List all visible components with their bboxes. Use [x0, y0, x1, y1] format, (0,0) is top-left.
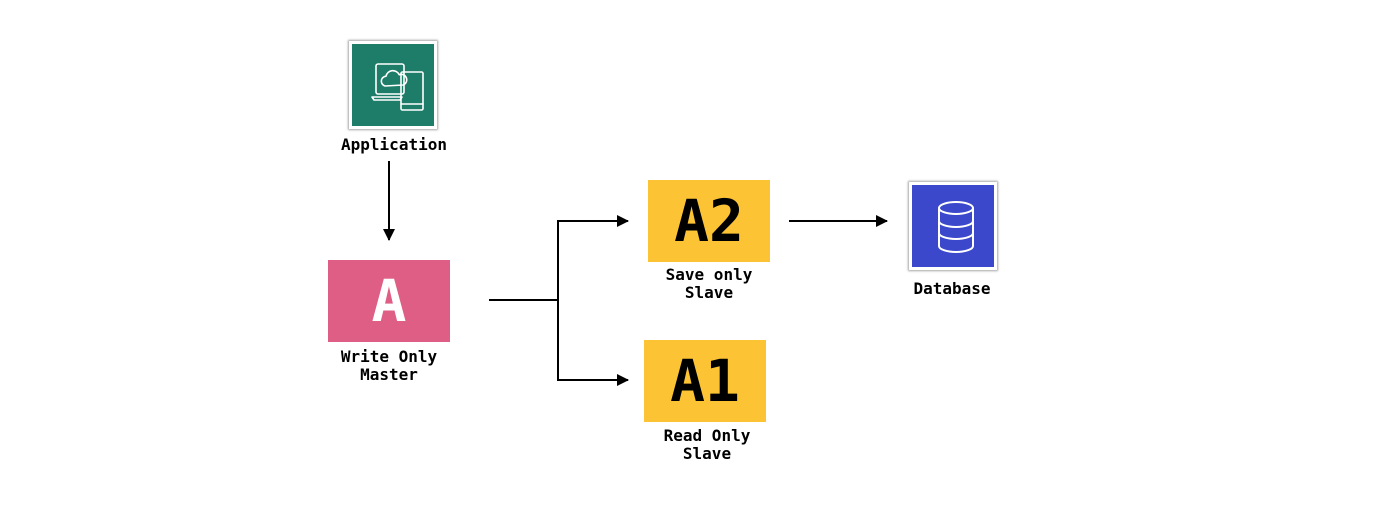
master-node[interactable]: A: [328, 260, 450, 342]
master-letter: A: [371, 267, 407, 335]
read-slave-letter: A1: [670, 347, 740, 415]
read-slave-label-line1: Read Only: [663, 426, 751, 445]
save-slave-label: Save only Slave: [629, 266, 789, 302]
save-slave-letter: A2: [674, 187, 744, 255]
save-slave-node[interactable]: A2: [648, 180, 770, 262]
application-node[interactable]: [349, 41, 437, 129]
master-label-line1: Write Only: [340, 347, 438, 366]
database-icon: [938, 201, 974, 253]
application-label: Application: [341, 135, 447, 154]
save-slave-label-line1: Save only: [665, 265, 753, 284]
database-label: Database: [913, 279, 991, 298]
save-slave-label-line2: Slave: [684, 283, 734, 302]
master-label-line2: Master: [360, 365, 418, 384]
read-slave-node[interactable]: A1: [644, 340, 766, 422]
arrow-master-to-save-slave: [489, 215, 629, 301]
master-label: Write Only Master: [309, 348, 469, 384]
read-slave-label: Read Only Slave: [627, 427, 787, 463]
arrow-master-to-read-slave: [557, 300, 629, 386]
application-icon: [371, 63, 424, 111]
read-slave-label-line2: Slave: [682, 444, 732, 463]
database-node[interactable]: [909, 182, 997, 270]
